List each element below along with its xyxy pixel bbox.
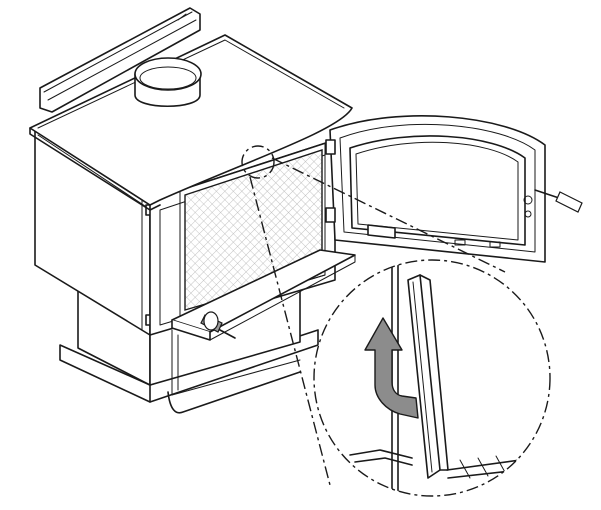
- front-handle: [200, 311, 236, 339]
- direction-arrow: [364, 317, 419, 419]
- stove-top: [29, 34, 353, 211]
- magnified-detail: [313, 259, 551, 497]
- stove-base: [59, 289, 319, 414]
- stove-door-open: [325, 115, 583, 263]
- ash-lip-shelf: [171, 249, 356, 341]
- rear-heat-shield: [39, 7, 201, 113]
- flue-collar: [134, 57, 202, 108]
- detail-callout-marker: [241, 145, 506, 486]
